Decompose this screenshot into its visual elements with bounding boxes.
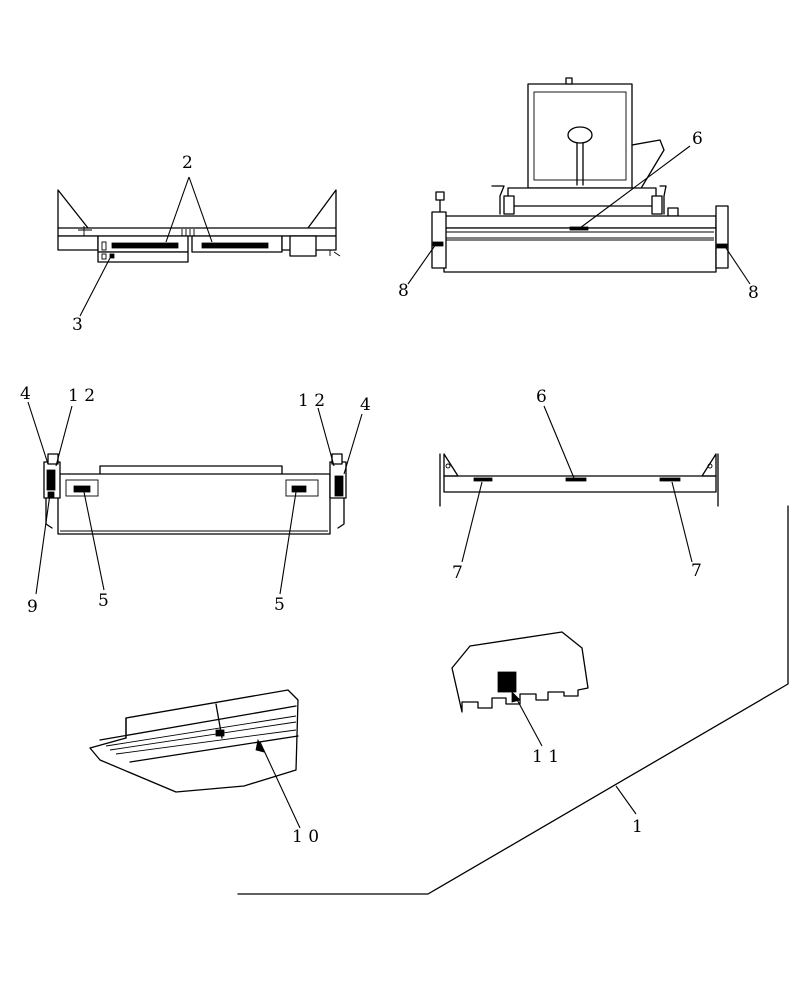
callout-5-left: 5 bbox=[98, 591, 109, 611]
decal-7-left-marker bbox=[473, 477, 493, 482]
decal-8-right-marker bbox=[716, 243, 728, 249]
callout-4-right: 4 bbox=[360, 395, 371, 415]
decal-8-left-marker bbox=[432, 241, 444, 247]
bracket-all-decals: 1 bbox=[237, 505, 789, 895]
decal-4-12-left-marker bbox=[46, 469, 56, 491]
callout-12-left: 1 2 bbox=[68, 386, 95, 406]
view-header-back: 4 1 2 1 2 4 9 5 5 bbox=[20, 384, 371, 617]
decal-6-bar-marker bbox=[565, 477, 587, 482]
decal-4-12-right-marker bbox=[334, 475, 344, 497]
decal-7-right-marker bbox=[659, 477, 681, 482]
callout-3: 3 bbox=[72, 315, 83, 335]
callout-2: 2 bbox=[182, 153, 193, 173]
decal-2-right-marker bbox=[201, 242, 269, 249]
decal-2-left-marker bbox=[111, 242, 179, 249]
decal-3-marker bbox=[109, 253, 115, 259]
decal-11-marker bbox=[497, 671, 517, 693]
callout-4-left: 4 bbox=[20, 384, 31, 404]
callout-10: 1 0 bbox=[292, 827, 319, 847]
callout-8-left: 8 bbox=[398, 281, 409, 301]
callout-5-right: 5 bbox=[274, 595, 285, 615]
callout-9: 9 bbox=[27, 597, 38, 617]
view-reel-bar: 6 7 7 bbox=[439, 387, 719, 583]
callout-7-left: 7 bbox=[452, 563, 463, 583]
decal-10-marker bbox=[215, 729, 225, 737]
callout-12-right: 1 2 bbox=[298, 391, 325, 411]
callout-11: 1 1 bbox=[532, 747, 559, 767]
decal-6-marker bbox=[569, 226, 589, 231]
callout-8-right: 8 bbox=[748, 283, 759, 303]
decal-5-left-marker bbox=[73, 485, 91, 493]
decal-5-right-marker bbox=[291, 485, 307, 493]
callout-6-bar: 6 bbox=[536, 387, 547, 407]
view-header-perspective: 1 0 bbox=[89, 689, 319, 847]
callout-6: 6 bbox=[692, 129, 703, 149]
callout-1: 1 bbox=[632, 817, 643, 837]
callout-7-right: 7 bbox=[691, 561, 702, 581]
view-header-rear: 2 3 bbox=[57, 153, 341, 335]
decal-9-marker bbox=[47, 491, 55, 499]
view-windrower-front: 6 8 8 bbox=[398, 77, 759, 303]
view-side-shield: 1 1 bbox=[451, 631, 589, 767]
